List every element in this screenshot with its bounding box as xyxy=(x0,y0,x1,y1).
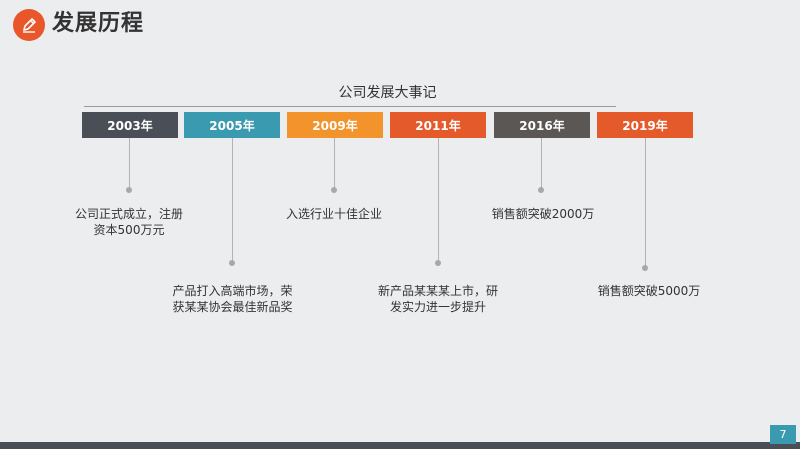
pencil-icon xyxy=(23,18,36,33)
header-logo xyxy=(13,9,45,41)
year-label-2003: 2003年 xyxy=(82,112,178,138)
timeline-title: 公司发展大事记 xyxy=(338,85,437,101)
year-label-2009: 2009年 xyxy=(287,112,383,138)
connector-2005 xyxy=(232,138,233,263)
footer-bar xyxy=(0,442,800,449)
connector-2011 xyxy=(438,138,439,263)
connector-dot-2011 xyxy=(435,260,441,266)
connector-2016 xyxy=(541,138,542,190)
year-label-2005: 2005年 xyxy=(184,112,280,138)
event-text-2003: 公司正式成立，注册资本500万元 xyxy=(74,207,183,237)
page-number: 7 xyxy=(770,425,796,444)
event-text-2009: 入选行业十佳企业 xyxy=(285,207,382,221)
event-text-2019: 销售额突破5000万 xyxy=(597,284,701,298)
event-text-2011: 新产品某某某上市，研发实力进一步提升 xyxy=(377,284,498,314)
connector-dot-2016 xyxy=(538,187,544,193)
year-label-2016: 2016年 xyxy=(494,112,590,138)
event-text-2005: 产品打入高端市场，荣获某某协会最佳新品奖 xyxy=(172,284,293,314)
connector-2019 xyxy=(645,138,646,268)
connector-dot-2009 xyxy=(331,187,337,193)
page-title: 发展历程 xyxy=(52,11,145,36)
connector-dot-2005 xyxy=(229,260,235,266)
year-label-2011: 2011年 xyxy=(390,112,486,138)
connector-2009 xyxy=(334,138,335,190)
event-text-2016: 销售额突破2000万 xyxy=(491,207,595,221)
connector-2003 xyxy=(129,138,130,190)
year-label-2019: 2019年 xyxy=(597,112,693,138)
connector-dot-2003 xyxy=(126,187,132,193)
timeline-divider xyxy=(84,106,616,107)
connector-dot-2019 xyxy=(642,265,648,271)
